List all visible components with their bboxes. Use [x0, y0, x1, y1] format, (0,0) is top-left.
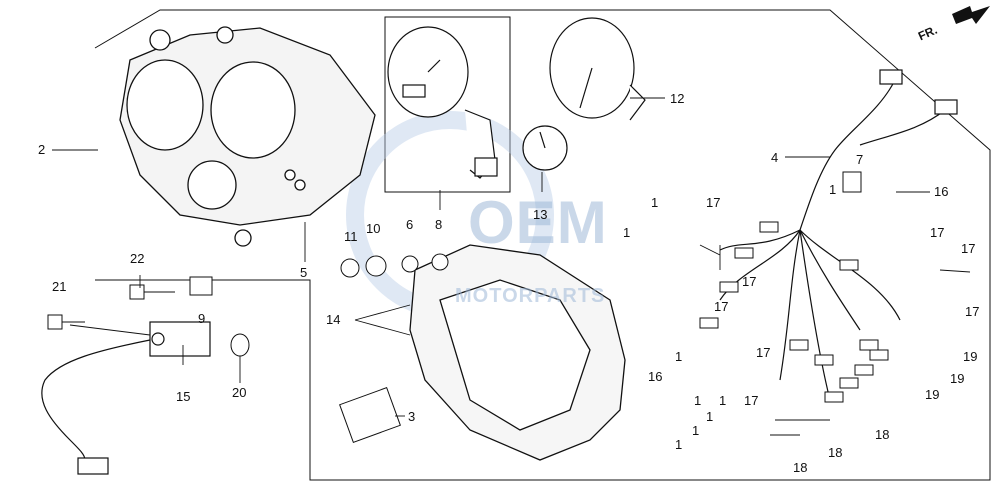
collar-9	[189, 276, 213, 296]
washer-6	[401, 255, 419, 273]
callout-18: 18	[793, 460, 808, 475]
callout-4: 4	[771, 150, 779, 165]
callout-14: 14	[326, 312, 341, 327]
harness-sockets	[699, 221, 889, 403]
callout-17: 17	[965, 304, 980, 319]
assembly-boundary	[94, 9, 991, 481]
callout-8: 8	[435, 217, 443, 232]
callout-10: 10	[366, 221, 381, 236]
callout-16: 16	[934, 184, 949, 199]
callout-5: 5	[300, 265, 308, 280]
callout-17: 17	[744, 393, 759, 408]
callout-1: 1	[692, 423, 700, 438]
tachometer-unit	[549, 17, 646, 121]
meter-lower-case	[409, 244, 626, 461]
callout-1: 1	[829, 182, 837, 197]
callout-22: 22	[130, 251, 145, 266]
bolt-21	[47, 314, 85, 330]
leader-lines	[52, 97, 971, 436]
speedometer-unit	[387, 26, 498, 179]
callout-3: 3	[408, 409, 416, 424]
callout-19: 19	[963, 349, 978, 364]
callout-7: 7	[856, 152, 864, 167]
callout-12: 12	[670, 91, 685, 106]
callout-21: 21	[52, 279, 67, 294]
callout-2: 2	[38, 142, 46, 157]
washer-8	[431, 253, 449, 271]
callout-17: 17	[756, 345, 771, 360]
callout-1: 1	[651, 195, 659, 210]
callout-11: 11	[344, 229, 358, 244]
watermark-sub: MOTORPARTS	[455, 285, 606, 307]
callout-1: 1	[706, 409, 714, 424]
callout-1: 1	[623, 225, 631, 240]
callout-15: 15	[176, 389, 191, 404]
lamp-socket-3	[339, 387, 401, 443]
temp-gauge-unit	[522, 125, 568, 171]
meter-case	[119, 26, 376, 247]
callout-16: 16	[648, 369, 663, 384]
clamp-7	[842, 171, 862, 193]
callout-17: 17	[742, 274, 757, 289]
callout-18: 18	[875, 427, 890, 442]
callout-1: 1	[694, 393, 702, 408]
callout-1: 1	[675, 349, 683, 364]
callout-13: 13	[533, 207, 548, 222]
speed-sensor	[41, 321, 211, 475]
bolt-22	[129, 284, 175, 300]
callout-1: 1	[719, 393, 727, 408]
callout-19: 19	[950, 371, 965, 386]
meter-subassembly-box	[384, 16, 511, 193]
callout-17: 17	[714, 299, 729, 314]
seal-20	[230, 333, 250, 357]
cushion-10	[365, 255, 387, 277]
grommet-11	[340, 258, 360, 278]
callout-17: 17	[930, 225, 945, 240]
callout-19: 19	[925, 387, 940, 402]
front-direction-arrow	[952, 6, 990, 24]
callout-6: 6	[406, 217, 414, 232]
callout-1: 1	[675, 437, 683, 452]
callout-9: 9	[198, 311, 206, 326]
callout-17: 17	[961, 241, 976, 256]
callout-17: 17	[706, 195, 721, 210]
callout-20: 20	[232, 385, 247, 400]
callout-18: 18	[828, 445, 843, 460]
watermark-brand: OEM	[468, 189, 608, 256]
